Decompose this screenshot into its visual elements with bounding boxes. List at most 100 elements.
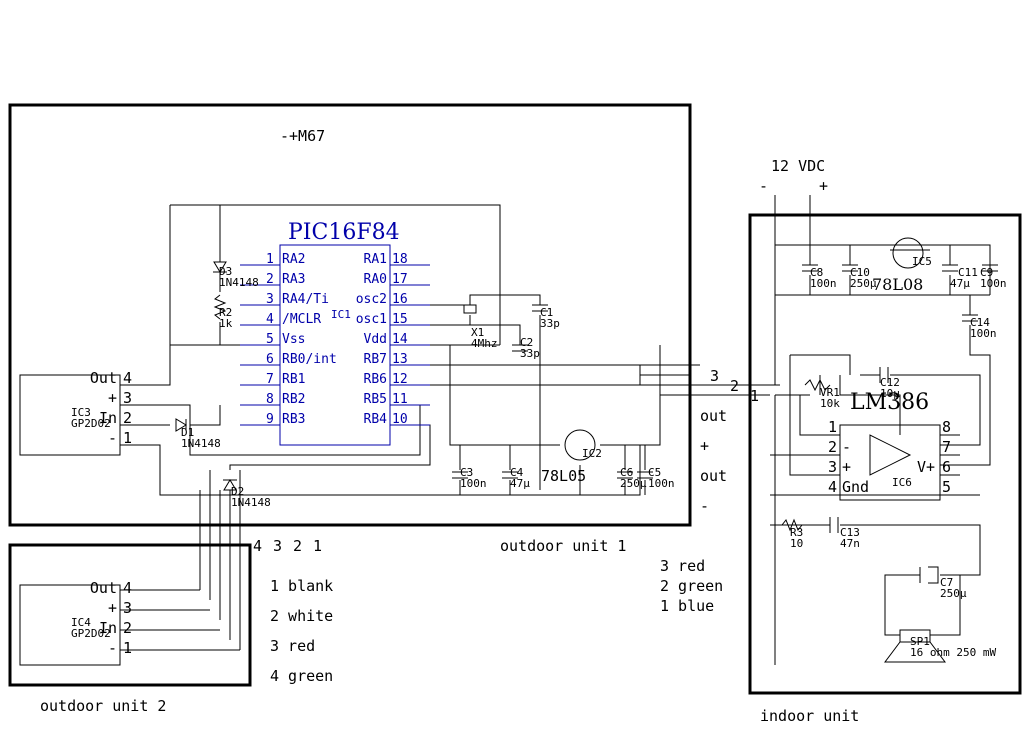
output-label: out bbox=[700, 467, 727, 485]
pic-pin-name: Vss bbox=[282, 332, 305, 347]
ic3-ref: IC3 bbox=[71, 406, 91, 419]
sensor-pin-label: + bbox=[108, 599, 117, 617]
speaker-cone bbox=[884, 641, 946, 663]
amp-ref: IC6 bbox=[892, 476, 912, 489]
r3-value: 10 bbox=[790, 537, 803, 550]
sensor-pin-number: 4 bbox=[123, 369, 132, 387]
pic-pin-name: RA0 bbox=[364, 272, 387, 287]
supply-minus-label: - bbox=[759, 177, 768, 195]
c10-value: 250µ bbox=[850, 277, 877, 290]
c3-value: 100n bbox=[460, 477, 487, 490]
d3-part: 1N4148 bbox=[219, 276, 259, 289]
amp-plus: + bbox=[842, 458, 851, 476]
pic-pin-name: RB1 bbox=[282, 372, 305, 387]
cable-number: 3 bbox=[710, 367, 719, 385]
c5-ref: C5 bbox=[648, 466, 661, 479]
r3-resistor-symbol bbox=[781, 518, 803, 532]
c13-value: 47n bbox=[840, 537, 860, 550]
output-label: + bbox=[700, 437, 709, 455]
pic-pin-name: RB5 bbox=[364, 392, 387, 407]
wire-legend-item: 1 blank bbox=[270, 577, 333, 595]
c9-ref: C9 bbox=[980, 266, 993, 279]
vr1-value: 10k bbox=[820, 397, 840, 410]
connector-number: 2 bbox=[293, 537, 302, 555]
r2-value: 1k bbox=[219, 317, 233, 330]
sensor-pin-label: + bbox=[108, 389, 117, 407]
connector-number: 3 bbox=[273, 537, 282, 555]
outdoor-unit-2-label: outdoor unit 2 bbox=[40, 697, 166, 715]
sensor-pin-label: In bbox=[99, 619, 117, 637]
c7-ref: C7 bbox=[940, 576, 953, 589]
pic-pin-number: 7 bbox=[266, 372, 274, 387]
sensor-pin-label: In bbox=[99, 409, 117, 427]
indoor-wiring bbox=[770, 244, 991, 665]
cable-numbers: 321 bbox=[710, 367, 759, 405]
pic-pin-name: RB0/int bbox=[282, 352, 337, 367]
amp-vplus: V+ bbox=[917, 458, 935, 476]
pic-pin-name: RA2 bbox=[282, 252, 305, 267]
top-label: -+M67 bbox=[280, 127, 325, 145]
pic-pin-number: 5 bbox=[266, 332, 274, 347]
amp-pin-7: 7 bbox=[942, 438, 951, 456]
wire-legend-item: 2 green bbox=[660, 577, 723, 595]
sensor-pin-number: 2 bbox=[123, 409, 132, 427]
pic-pin-number: 3 bbox=[266, 292, 274, 307]
ic4-ref: IC4 bbox=[71, 616, 91, 629]
pic-pin-number: 12 bbox=[392, 372, 408, 387]
wire-legend-item: 4 green bbox=[270, 667, 333, 685]
sensor-pin-number: 1 bbox=[123, 639, 132, 657]
outdoor-2-wiring bbox=[120, 589, 240, 651]
pic-pin-number: 13 bbox=[392, 352, 408, 367]
supply-voltage-label: 12 VDC bbox=[771, 157, 825, 175]
pic16f84-title: PIC16F84 bbox=[288, 220, 400, 245]
wire-legend-item: 3 red bbox=[660, 557, 705, 575]
wire-legend-item: 1 blue bbox=[660, 597, 714, 615]
pic-pin-name: RB2 bbox=[282, 392, 305, 407]
c13-ref: C13 bbox=[840, 526, 860, 539]
c11-value: 47µ bbox=[950, 277, 970, 290]
c9-value: 100n bbox=[980, 277, 1007, 290]
c2-ref: C2 bbox=[520, 336, 533, 349]
c3-ref: C3 bbox=[460, 466, 473, 479]
pic-pin-number: 17 bbox=[392, 272, 408, 287]
pic-pin-number: 10 bbox=[392, 412, 408, 427]
amp-pin-1: 1 bbox=[828, 418, 837, 436]
sensor-pin-label: Out bbox=[90, 579, 117, 597]
sensor-pin-number: 2 bbox=[123, 619, 132, 637]
pic-pin-name: RA4/Ti bbox=[282, 292, 329, 307]
d3-ref: D3 bbox=[219, 265, 232, 278]
sensor-pin-number: 3 bbox=[123, 599, 132, 617]
r2-ref: R2 bbox=[219, 306, 232, 319]
wire-legend-item: 2 white bbox=[270, 607, 333, 625]
cable-number: 1 bbox=[750, 387, 759, 405]
pic-pin-number: 8 bbox=[266, 392, 274, 407]
pic-pin-number: 16 bbox=[392, 292, 408, 307]
outdoor-unit-2-box bbox=[8, 543, 252, 687]
pic-pin-number: 4 bbox=[266, 312, 274, 327]
vr1-potentiometer-symbol bbox=[804, 378, 831, 392]
pic-pin-name: RB3 bbox=[282, 412, 305, 427]
c14-ref: C14 bbox=[970, 316, 990, 329]
c8-value: 100n bbox=[810, 277, 837, 290]
pic-pin-name: RB6 bbox=[364, 372, 387, 387]
c12-value: 10µ bbox=[880, 387, 900, 400]
pic-pin-name: /MCLR bbox=[282, 312, 321, 327]
d2-diode-symbol bbox=[223, 479, 237, 491]
c1-value: 33p bbox=[540, 317, 560, 330]
amp-title: LM386 bbox=[850, 390, 929, 415]
x1-value: 4Mhz bbox=[471, 337, 498, 350]
c5-value: 100n bbox=[648, 477, 675, 490]
amp-pin-6: 6 bbox=[942, 458, 951, 476]
outdoor-unit-1-label: outdoor unit 1 bbox=[500, 537, 626, 555]
ic3-part: GP2D02 bbox=[71, 417, 111, 430]
r2-resistor-symbol bbox=[213, 294, 227, 320]
sensor-pin-label: Out bbox=[90, 369, 117, 387]
ic4-part: GP2D02 bbox=[71, 627, 111, 640]
ic1-ref: IC1 bbox=[331, 308, 351, 321]
indoor-unit-label: indoor unit bbox=[760, 707, 859, 725]
c4-value: 47µ bbox=[510, 477, 530, 490]
